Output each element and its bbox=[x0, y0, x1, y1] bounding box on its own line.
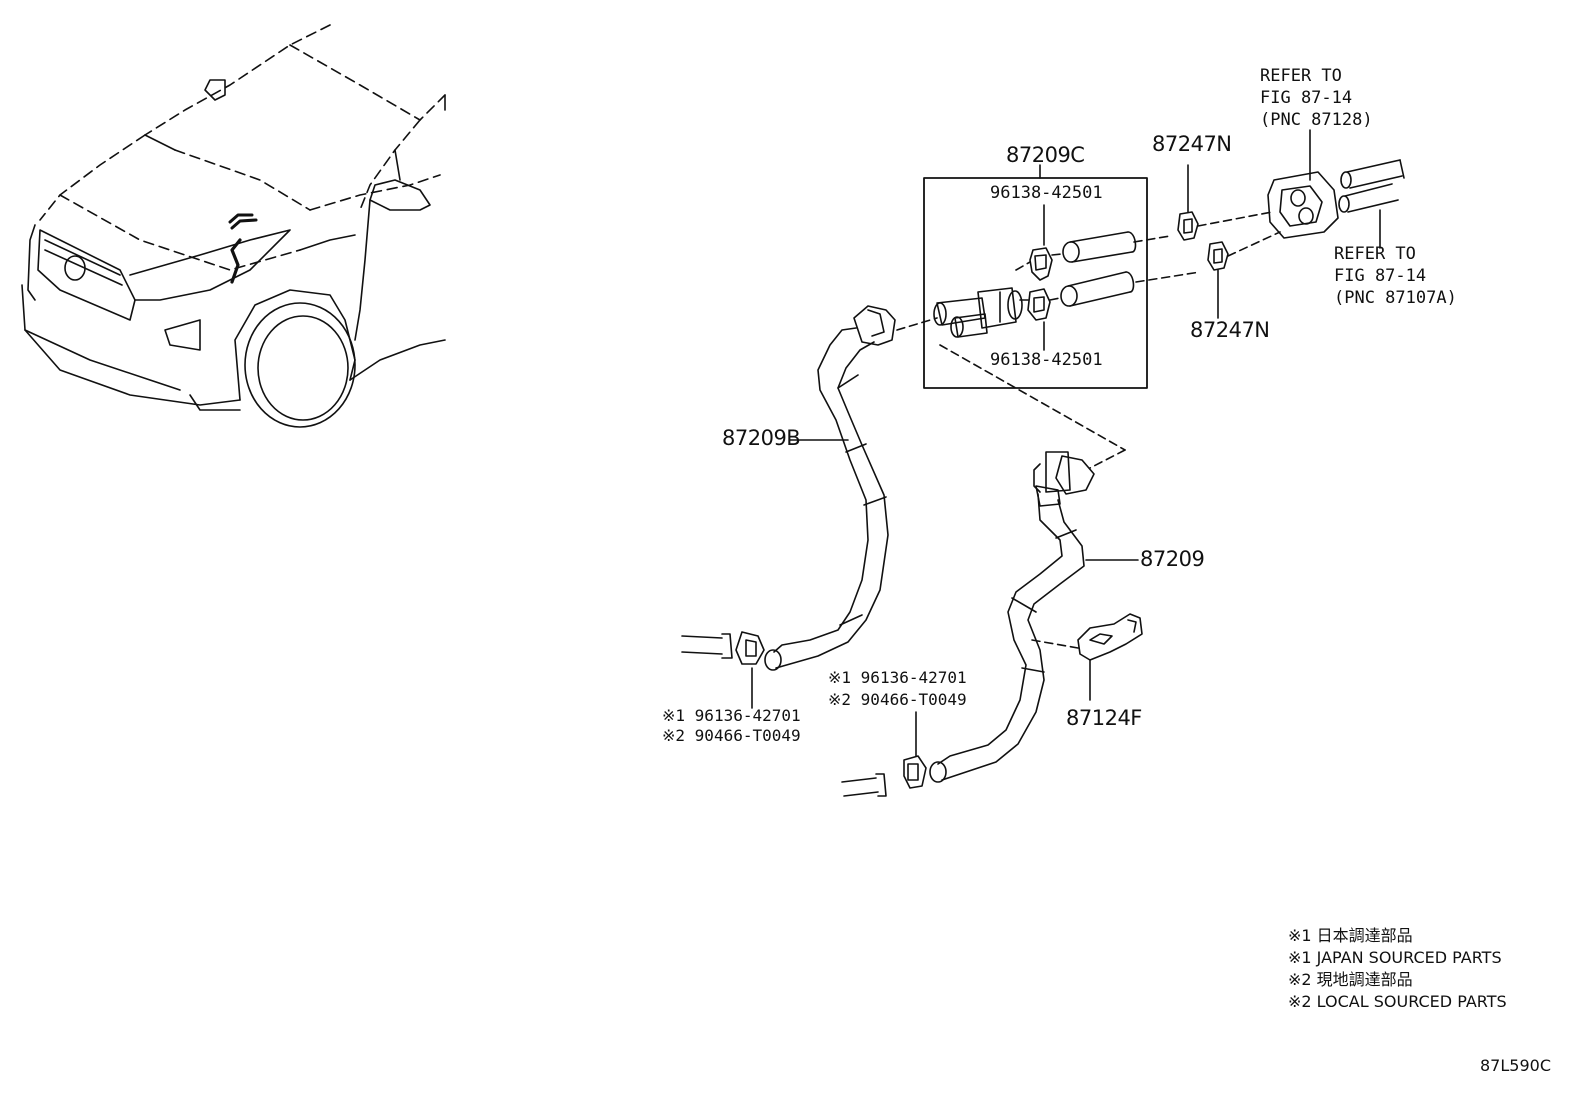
label-left-clip-2: ※2 90466-T0049 bbox=[662, 726, 801, 745]
clamp-lower bbox=[1207, 241, 1229, 271]
clamp-upper bbox=[1177, 211, 1199, 241]
label-hose-b: 87209B bbox=[722, 426, 801, 450]
heater-pipes bbox=[1338, 159, 1405, 213]
note-line-4: ※2 LOCAL SOURCED PARTS bbox=[1288, 992, 1507, 1011]
assy-group-box bbox=[923, 177, 1148, 389]
hose-87209 bbox=[841, 451, 1095, 797]
water-valve bbox=[933, 287, 1023, 338]
label-clip-lower: 96138-42501 bbox=[990, 350, 1103, 370]
note-line-1: ※1 日本調達部品 bbox=[1288, 926, 1413, 945]
bracket-87124f bbox=[1077, 613, 1143, 661]
clip-lower bbox=[1027, 288, 1051, 321]
label-hose-main: 87209 bbox=[1140, 547, 1205, 571]
label-mid-clip-1: ※1 96136-42701 bbox=[828, 668, 967, 687]
short-hose-upper bbox=[1062, 231, 1137, 263]
label-assy-group: 87209C bbox=[1006, 143, 1085, 167]
label-bracket: 87124F bbox=[1066, 706, 1142, 730]
label-refer-upper-2: FIG 87-14 bbox=[1260, 88, 1353, 108]
label-clip-upper: 96138-42501 bbox=[990, 183, 1103, 203]
hose-87209b bbox=[681, 305, 896, 671]
clip-upper bbox=[1029, 247, 1053, 281]
label-clamp-upper: 87247N bbox=[1152, 132, 1232, 156]
note-line-3: ※2 現地調達部品 bbox=[1288, 970, 1413, 989]
short-hose-lower bbox=[1060, 271, 1135, 307]
label-mid-clip-2: ※2 90466-T0049 bbox=[828, 690, 967, 709]
label-refer-upper-1: REFER TO bbox=[1260, 66, 1342, 86]
label-refer-lower-3: (PNC 87107A) bbox=[1334, 288, 1457, 308]
note-line-2: ※1 JAPAN SOURCED PARTS bbox=[1288, 948, 1502, 967]
label-refer-upper-3: (PNC 87128) bbox=[1260, 110, 1373, 130]
label-refer-lower-1: REFER TO bbox=[1334, 244, 1416, 264]
vehicle-illustration bbox=[21, 24, 446, 428]
label-clamp-lower: 87247N bbox=[1190, 318, 1270, 342]
grommet bbox=[1267, 171, 1339, 239]
label-refer-lower-2: FIG 87-14 bbox=[1334, 266, 1427, 286]
label-left-clip-1: ※1 96136-42701 bbox=[662, 706, 801, 725]
figure-code: 87L590C bbox=[1480, 1056, 1551, 1075]
